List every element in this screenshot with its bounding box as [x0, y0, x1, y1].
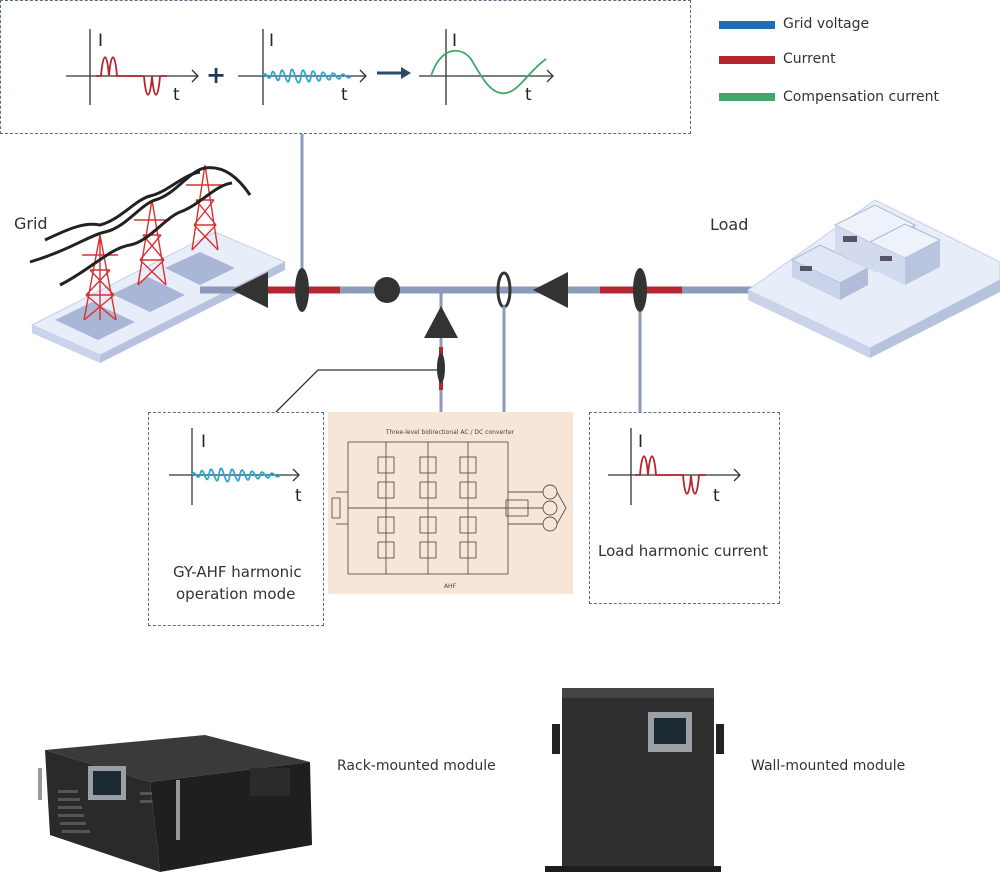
ahf-circuit-schematic: Three-level bidirectional AC / DC conver… [328, 412, 573, 594]
legend-swatch-compensation-current [719, 93, 775, 101]
flow-arrow-middle-icon [533, 272, 568, 308]
axis-t-label: t [173, 85, 180, 105]
result-arrow-icon [377, 67, 411, 79]
axis-i-label: I [201, 432, 206, 452]
rack-module-image [38, 735, 312, 872]
ahf-mode-panel: I t GY-AHF harmonic operation mode [148, 412, 324, 626]
waveform-compensated: I t [419, 29, 554, 105]
current-transformer-small-icon [437, 353, 445, 383]
top-waveform-graphics: I t + I t I t [66, 29, 554, 105]
axis-i-label: I [269, 31, 274, 51]
flow-arrow-left-icon [232, 272, 268, 308]
flow-arrow-up-icon [424, 306, 458, 338]
ahf-caption-line1: GY-AHF harmonic [173, 563, 302, 581]
wall-module-label: Wall-mounted module [751, 758, 906, 774]
current-transformer-grid-icon [295, 268, 309, 312]
legend-label-current: Current [783, 51, 836, 67]
waveform-harmonic-injection: I t [238, 29, 367, 105]
power-tower-icons [82, 164, 224, 321]
load-label: Load [710, 215, 749, 234]
ahf-waveform: I t [169, 428, 302, 506]
current-transformer-load-icon [633, 268, 647, 312]
legend-swatch-current [719, 56, 775, 64]
waveform-load-current: I t [66, 29, 199, 105]
top-waveform-box: I t + I t I t [0, 0, 691, 134]
load-harmonic-panel: I t Load harmonic current [589, 412, 780, 604]
load-caption: Load harmonic current [598, 542, 768, 560]
load-waveform: I t [608, 428, 741, 506]
axis-t-label: t [525, 85, 532, 105]
axis-i-label: I [638, 432, 643, 452]
callout-line [275, 369, 441, 413]
legend-swatch-grid-voltage [719, 21, 775, 29]
plus-sign: + [206, 61, 226, 89]
axis-i-label: I [98, 31, 103, 51]
bus-node-icon [374, 277, 400, 303]
rack-module-label: Rack-mounted module [337, 758, 496, 774]
ahf-caption-line2: operation mode [176, 585, 296, 603]
wall-module-image [545, 688, 724, 872]
axis-t-label: t [713, 486, 720, 506]
axis-i-label: I [452, 31, 457, 51]
grid-label: Grid [14, 214, 48, 233]
circuit-footer: AHF [444, 583, 457, 590]
main-diagram [29, 134, 1000, 413]
axis-t-label: t [341, 85, 348, 105]
legend-label-grid-voltage: Grid voltage [783, 16, 870, 32]
product-images [38, 688, 724, 872]
legend-label-compensation-current: Compensation current [783, 89, 939, 105]
load-platform-illustration [747, 199, 1000, 358]
axis-t-label: t [295, 486, 302, 506]
power-lines [29, 166, 252, 287]
circuit-title: Three-level bidirectional AC / DC conver… [385, 429, 515, 436]
